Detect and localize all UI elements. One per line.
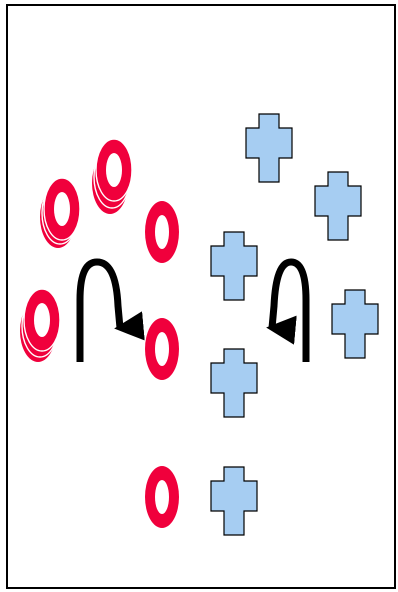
cross-scattered-2	[315, 172, 361, 240]
single-ring-1	[145, 201, 179, 263]
ring-layer	[24, 289, 60, 351]
single-ring-3	[145, 466, 179, 528]
cross-ordered-2	[211, 349, 257, 417]
stacked-ring-group-1	[40, 178, 80, 248]
cross-scattered-1	[246, 114, 292, 182]
ring-layer	[96, 139, 132, 201]
cross-ordered-3	[211, 467, 257, 535]
left-curved-arrow	[80, 262, 120, 362]
right-curved-arrow	[272, 262, 306, 362]
stacked-ring-group-2	[92, 139, 132, 214]
single-ring-2	[145, 318, 179, 380]
ring-layer	[44, 178, 80, 240]
cross-ordered-1	[211, 232, 257, 300]
stacked-ring-group-3	[20, 289, 60, 362]
cross-scattered-3	[332, 290, 378, 358]
